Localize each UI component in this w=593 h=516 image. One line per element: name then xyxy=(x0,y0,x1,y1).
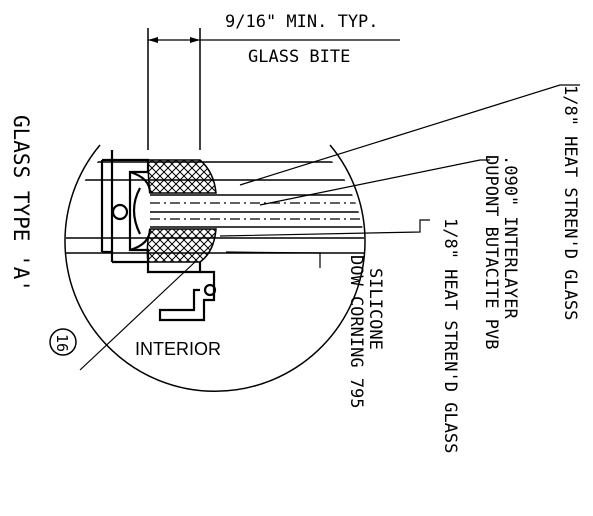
detail-number-bubble: 16 xyxy=(49,328,77,356)
silicone-sealant-top xyxy=(147,159,217,194)
glass-bite-dimension: 9/16" MIN. TYP. GLASS BITE xyxy=(147,12,400,150)
sealant-callout-line1: SILICONE xyxy=(365,268,385,350)
silicone-sealant-bottom xyxy=(146,228,217,263)
frame-profile xyxy=(100,150,217,322)
interior-label: INTERIOR xyxy=(135,339,221,359)
interlayer-callout-line1: .090" INTERLAYER xyxy=(500,155,520,320)
dimension-label: 9/16" MIN. TYP. xyxy=(225,12,379,32)
detail-number: 16 xyxy=(53,334,71,352)
glass-bite-label: GLASS BITE xyxy=(248,47,350,67)
inner-glass-callout: 1/8" HEAT STREN'D GLASS xyxy=(440,218,460,453)
sealant-callout-line2: DOW CORNING 795 xyxy=(346,255,366,409)
leader-lines xyxy=(79,84,580,371)
outer-glass-callout: 1/8" HEAT STREN'D GLASS xyxy=(560,85,580,320)
detail-circle xyxy=(64,144,366,392)
glass-type-title: GLASS TYPE 'A' xyxy=(9,115,33,292)
glass-panes xyxy=(65,161,365,254)
glazing-section xyxy=(65,150,365,322)
interlayer-callout-line2: DUPONT BUTACITE PVB xyxy=(481,155,501,349)
